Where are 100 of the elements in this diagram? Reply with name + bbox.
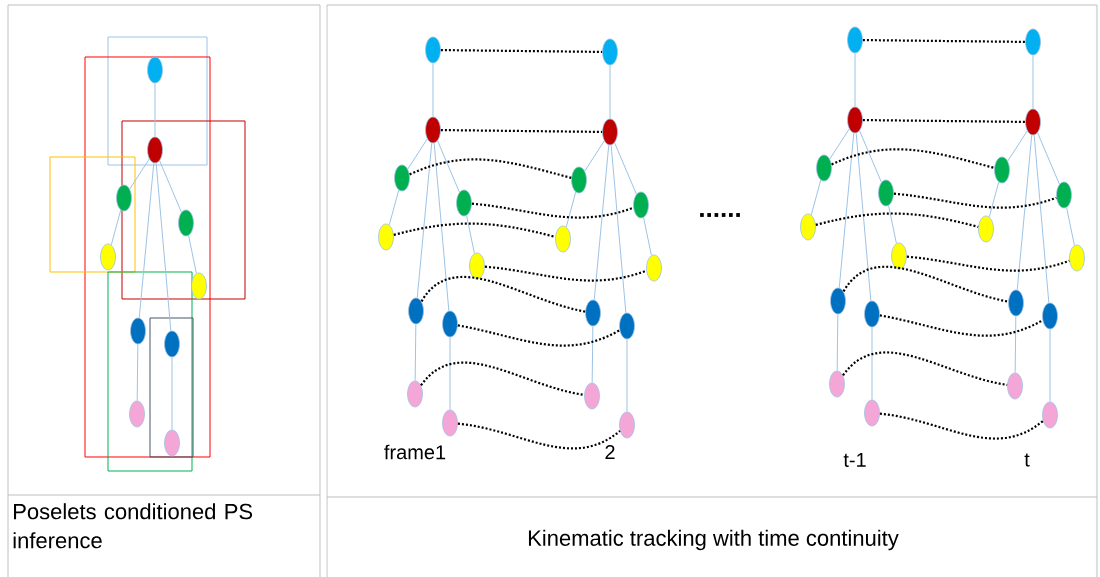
bone-line (836, 313, 839, 372)
dotted-link (831, 148, 995, 169)
bone-line (138, 162, 155, 319)
frame-label: t (1024, 453, 1030, 467)
bone-line (110, 209, 122, 246)
bone-line (129, 158, 150, 190)
joint-ellipse (847, 26, 863, 54)
ellipsis: ...... (700, 213, 740, 217)
joint-ellipse (571, 166, 587, 194)
bone-line (432, 62, 434, 118)
bone-line (593, 144, 610, 301)
joint-ellipse (864, 399, 880, 427)
joint-ellipse (891, 242, 907, 270)
joint-ellipse (800, 213, 816, 241)
bone-line (388, 189, 400, 226)
dotted-link (484, 265, 647, 282)
bone-line (988, 181, 1000, 218)
bone-line (466, 215, 475, 254)
bone-line (154, 82, 156, 138)
bone-line (1032, 54, 1034, 110)
joint-ellipse (1042, 302, 1058, 330)
bone-line (416, 142, 433, 299)
joint-ellipse (147, 56, 163, 84)
joint-ellipse (1025, 28, 1041, 56)
joint-ellipse (1025, 108, 1041, 136)
joint-ellipse (469, 252, 485, 280)
bone-line (855, 132, 872, 302)
joint-ellipse (1042, 401, 1058, 429)
bone-line (188, 235, 197, 274)
panel-caption: Kinematic tracking with time continuity (528, 529, 899, 551)
bone-line (1066, 207, 1075, 246)
joint-ellipse (442, 409, 458, 437)
bone-line (433, 142, 450, 312)
joint-ellipse (816, 154, 832, 182)
joint-ellipse (1007, 372, 1023, 400)
joint-ellipse (456, 189, 472, 217)
bone-line (437, 140, 460, 193)
joint-ellipse (129, 400, 145, 428)
bone-line (1037, 132, 1060, 185)
bone-line (888, 205, 897, 244)
bone-line (407, 138, 428, 170)
bone-line (871, 326, 873, 401)
bone-line (609, 64, 611, 120)
dotted-link (409, 158, 572, 179)
joint-ellipse (619, 411, 635, 439)
joint-ellipse (147, 136, 163, 164)
bone-line (155, 162, 172, 332)
dotted-link (842, 351, 1008, 386)
joint-ellipse (178, 209, 194, 237)
dotted-link (815, 212, 979, 228)
joint-ellipse (646, 254, 662, 282)
joint-ellipse (847, 106, 863, 134)
dotted-link (893, 192, 1057, 209)
joint-ellipse (394, 164, 410, 192)
bone-line (1014, 315, 1017, 374)
joint-ellipse (619, 312, 635, 340)
joint-ellipse (130, 317, 146, 345)
bone-line (626, 338, 628, 413)
bone-line (565, 191, 577, 228)
bone-line (414, 323, 417, 382)
bone-line (610, 144, 627, 314)
joint-ellipse (1069, 244, 1085, 272)
joint-ellipse (602, 38, 618, 66)
frame-label: 2 (605, 445, 615, 459)
dotted-link (862, 39, 1026, 43)
joint-ellipse (978, 215, 994, 243)
dotted-link (471, 202, 634, 219)
bone-line (838, 132, 855, 289)
joint-ellipse (864, 300, 880, 328)
joint-ellipse (407, 380, 423, 408)
dotted-link (457, 324, 621, 347)
bone-line (859, 130, 882, 183)
bone-line (854, 52, 856, 108)
dotted-link (420, 275, 586, 313)
bone-line (1033, 134, 1050, 304)
joint-ellipse (555, 225, 571, 253)
joint-ellipse (1056, 181, 1072, 209)
joint-ellipse (425, 36, 441, 64)
bone-line (643, 217, 652, 256)
dotted-link (879, 314, 1044, 337)
bone-line (614, 142, 637, 195)
dotted-link (906, 255, 1070, 272)
joint-ellipse (829, 370, 845, 398)
bone-line (136, 343, 139, 402)
dotted-link (842, 265, 1009, 303)
frame-label: frame1 (384, 444, 446, 460)
dotted-link (393, 222, 556, 238)
joint-ellipse (378, 223, 394, 251)
bone-line (1007, 130, 1028, 162)
joint-ellipse (408, 297, 424, 325)
dotted-link (862, 119, 1026, 123)
joint-ellipse (191, 272, 207, 300)
bone-line (829, 128, 850, 160)
joint-ellipse (100, 243, 116, 271)
joint-ellipse (1008, 289, 1024, 317)
bone-line (1016, 134, 1033, 291)
dotted-link (457, 422, 621, 450)
bone-line (449, 336, 451, 411)
joint-ellipse (584, 382, 600, 410)
joint-ellipse (830, 287, 846, 315)
